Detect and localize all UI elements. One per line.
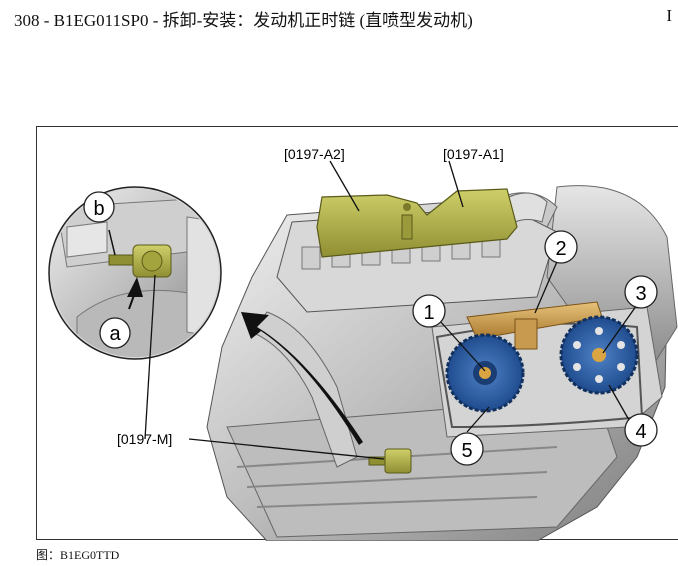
timing-pin-tool <box>368 448 412 474</box>
detail-inset <box>48 186 222 360</box>
callout-b: b <box>93 198 104 220</box>
figure-caption: 图：B1EG0TTD <box>36 548 120 562</box>
callout-1: 1 <box>423 302 434 324</box>
tool-label-0197-a2: [0197-A2] <box>284 146 345 162</box>
callout-a: a <box>109 323 121 345</box>
camshaft-gear-right <box>559 315 639 395</box>
page-marker: I <box>666 6 672 25</box>
page-header-title: 308 - B1EG011SP0 - 拆卸-安装：发动机正时链 (直喷型发动机) <box>14 11 473 30</box>
tensioner-block <box>514 318 538 350</box>
engine-timing-illustration: [0197-A2] [0197-A1] [0197-M] b a 1 2 3 4… <box>48 146 678 541</box>
callout-circles <box>83 191 658 466</box>
view-direction-arrow <box>241 312 363 445</box>
figure-frame: [0197-A2] [0197-A1] [0197-M] b a 1 2 3 4… <box>36 126 678 541</box>
tool-label-0197-m: [0197-M] <box>117 431 172 447</box>
callout-4: 4 <box>635 421 646 443</box>
camshaft-gear-left <box>445 333 525 413</box>
tool-label-0197-a1: [0197-A1] <box>443 146 504 162</box>
callout-3: 3 <box>635 283 646 305</box>
camshaft-locking-tool <box>316 188 518 258</box>
callout-5: 5 <box>461 440 472 462</box>
callout-2: 2 <box>555 238 566 260</box>
